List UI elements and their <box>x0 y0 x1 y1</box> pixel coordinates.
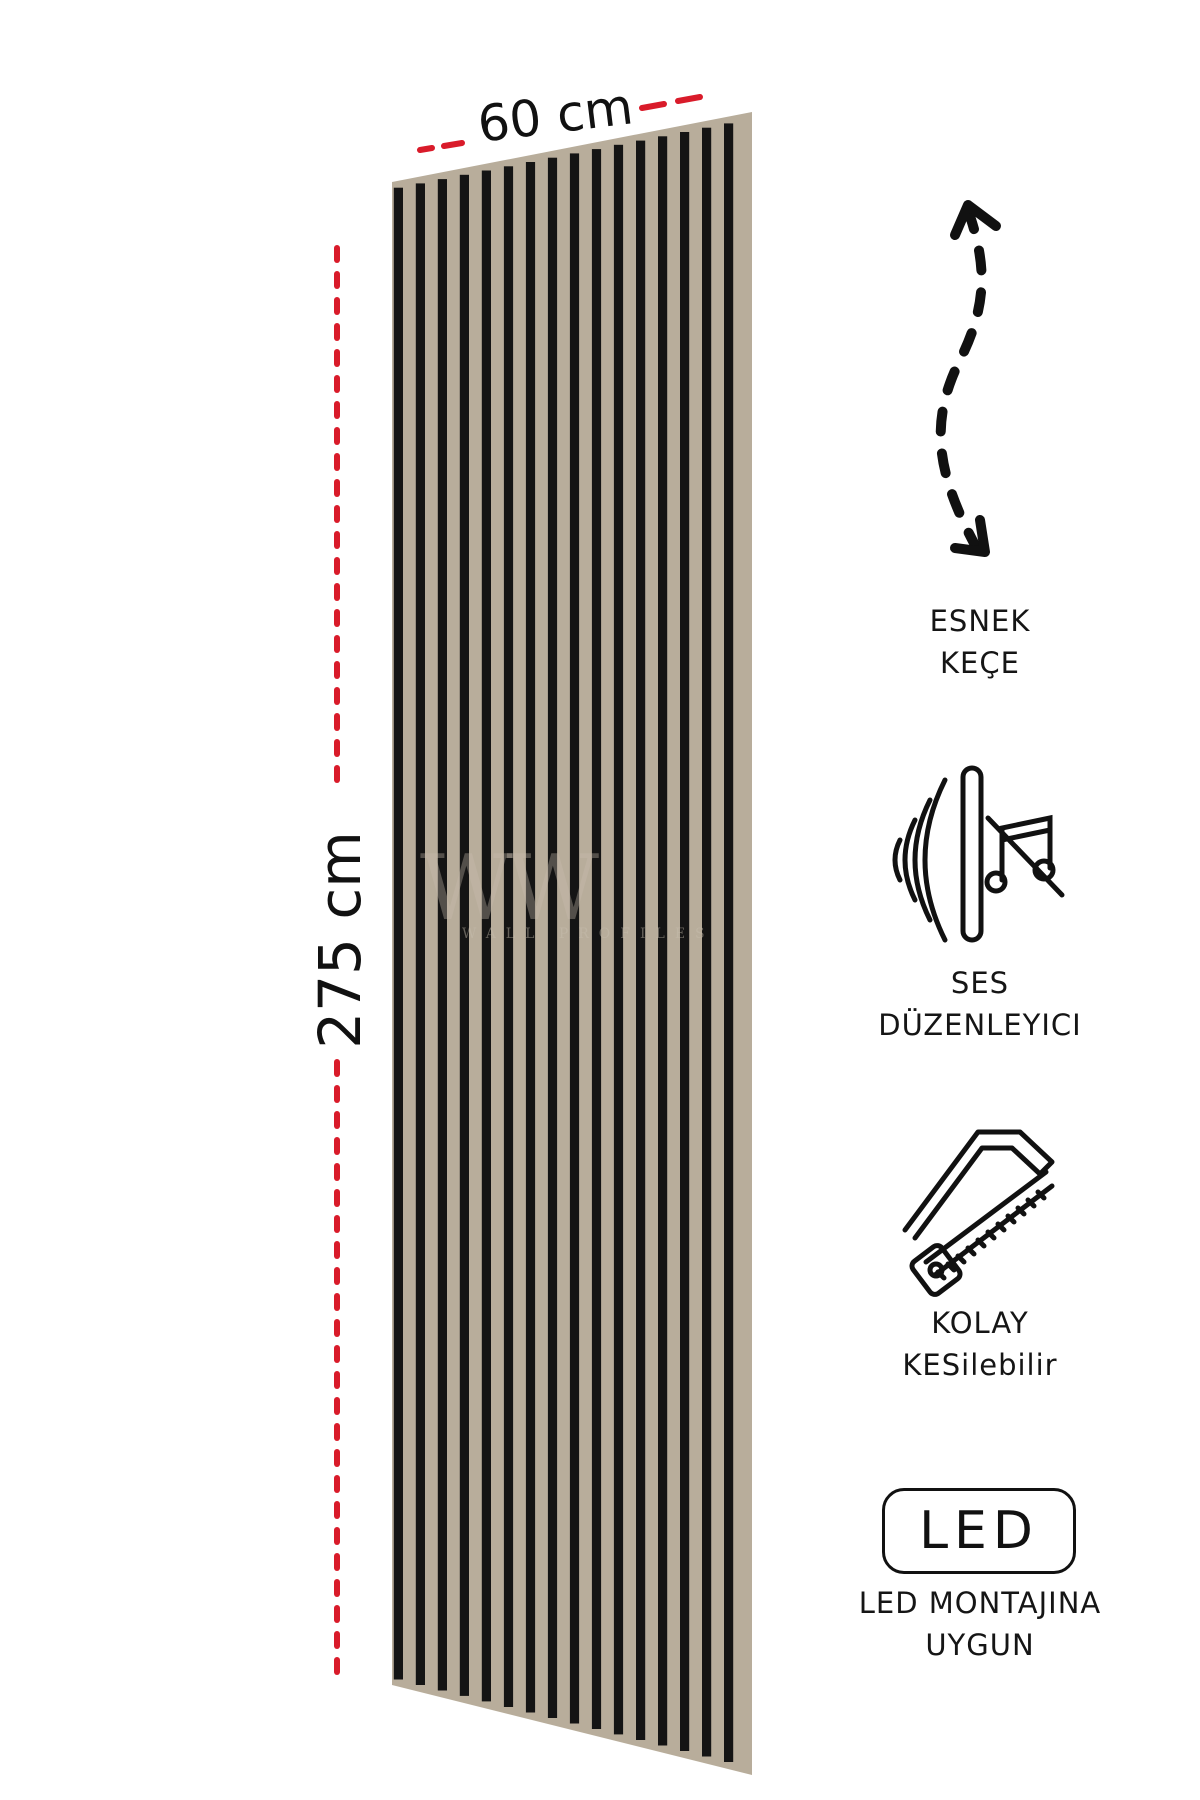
sound-absorb-icon <box>892 765 1065 943</box>
slat <box>481 170 491 1702</box>
slat <box>591 149 602 1730</box>
feature-line-2: KESilebilir <box>902 1348 1058 1382</box>
slat <box>437 179 447 1691</box>
feature-led-compatible: LED MONTAJINA UYGUN <box>835 1582 1125 1666</box>
feature-line-2: DÜZENLEYICI <box>878 1008 1082 1042</box>
feature-sound-regulator: SES DÜZENLEYICI <box>860 962 1100 1046</box>
slat <box>525 162 536 1713</box>
width-dimension-line <box>417 94 703 153</box>
feature-line-1: LED MONTAJINA <box>858 1586 1102 1620</box>
slat <box>636 140 646 1741</box>
slat <box>680 132 690 1751</box>
slat <box>658 136 668 1746</box>
feature-easy-cut: KOLAY KESilebilir <box>880 1302 1080 1386</box>
slat <box>415 183 425 1685</box>
feature-line-1: KOLAY <box>931 1306 1029 1340</box>
hacksaw-icon <box>902 1129 1055 1297</box>
slat <box>613 144 624 1735</box>
slat-group <box>393 123 734 1762</box>
feature-line-1: ESNEK <box>929 604 1031 638</box>
slat <box>393 187 403 1680</box>
slat <box>459 174 469 1696</box>
feature-line-2: UYGUN <box>925 1628 1035 1662</box>
slat <box>547 157 558 1719</box>
slat <box>569 153 580 1724</box>
feature-line-2: KEÇE <box>940 646 1020 680</box>
feature-line-1: SES <box>950 966 1010 1000</box>
led-badge-icon: LED <box>882 1488 1076 1574</box>
flex-arrow-icon <box>935 200 1001 557</box>
feature-flexible-felt: ESNEK KEÇE <box>900 600 1060 684</box>
slat <box>702 127 712 1757</box>
slat <box>503 166 514 1707</box>
height-label: 275 cm <box>306 831 374 1049</box>
slat <box>724 123 734 1762</box>
